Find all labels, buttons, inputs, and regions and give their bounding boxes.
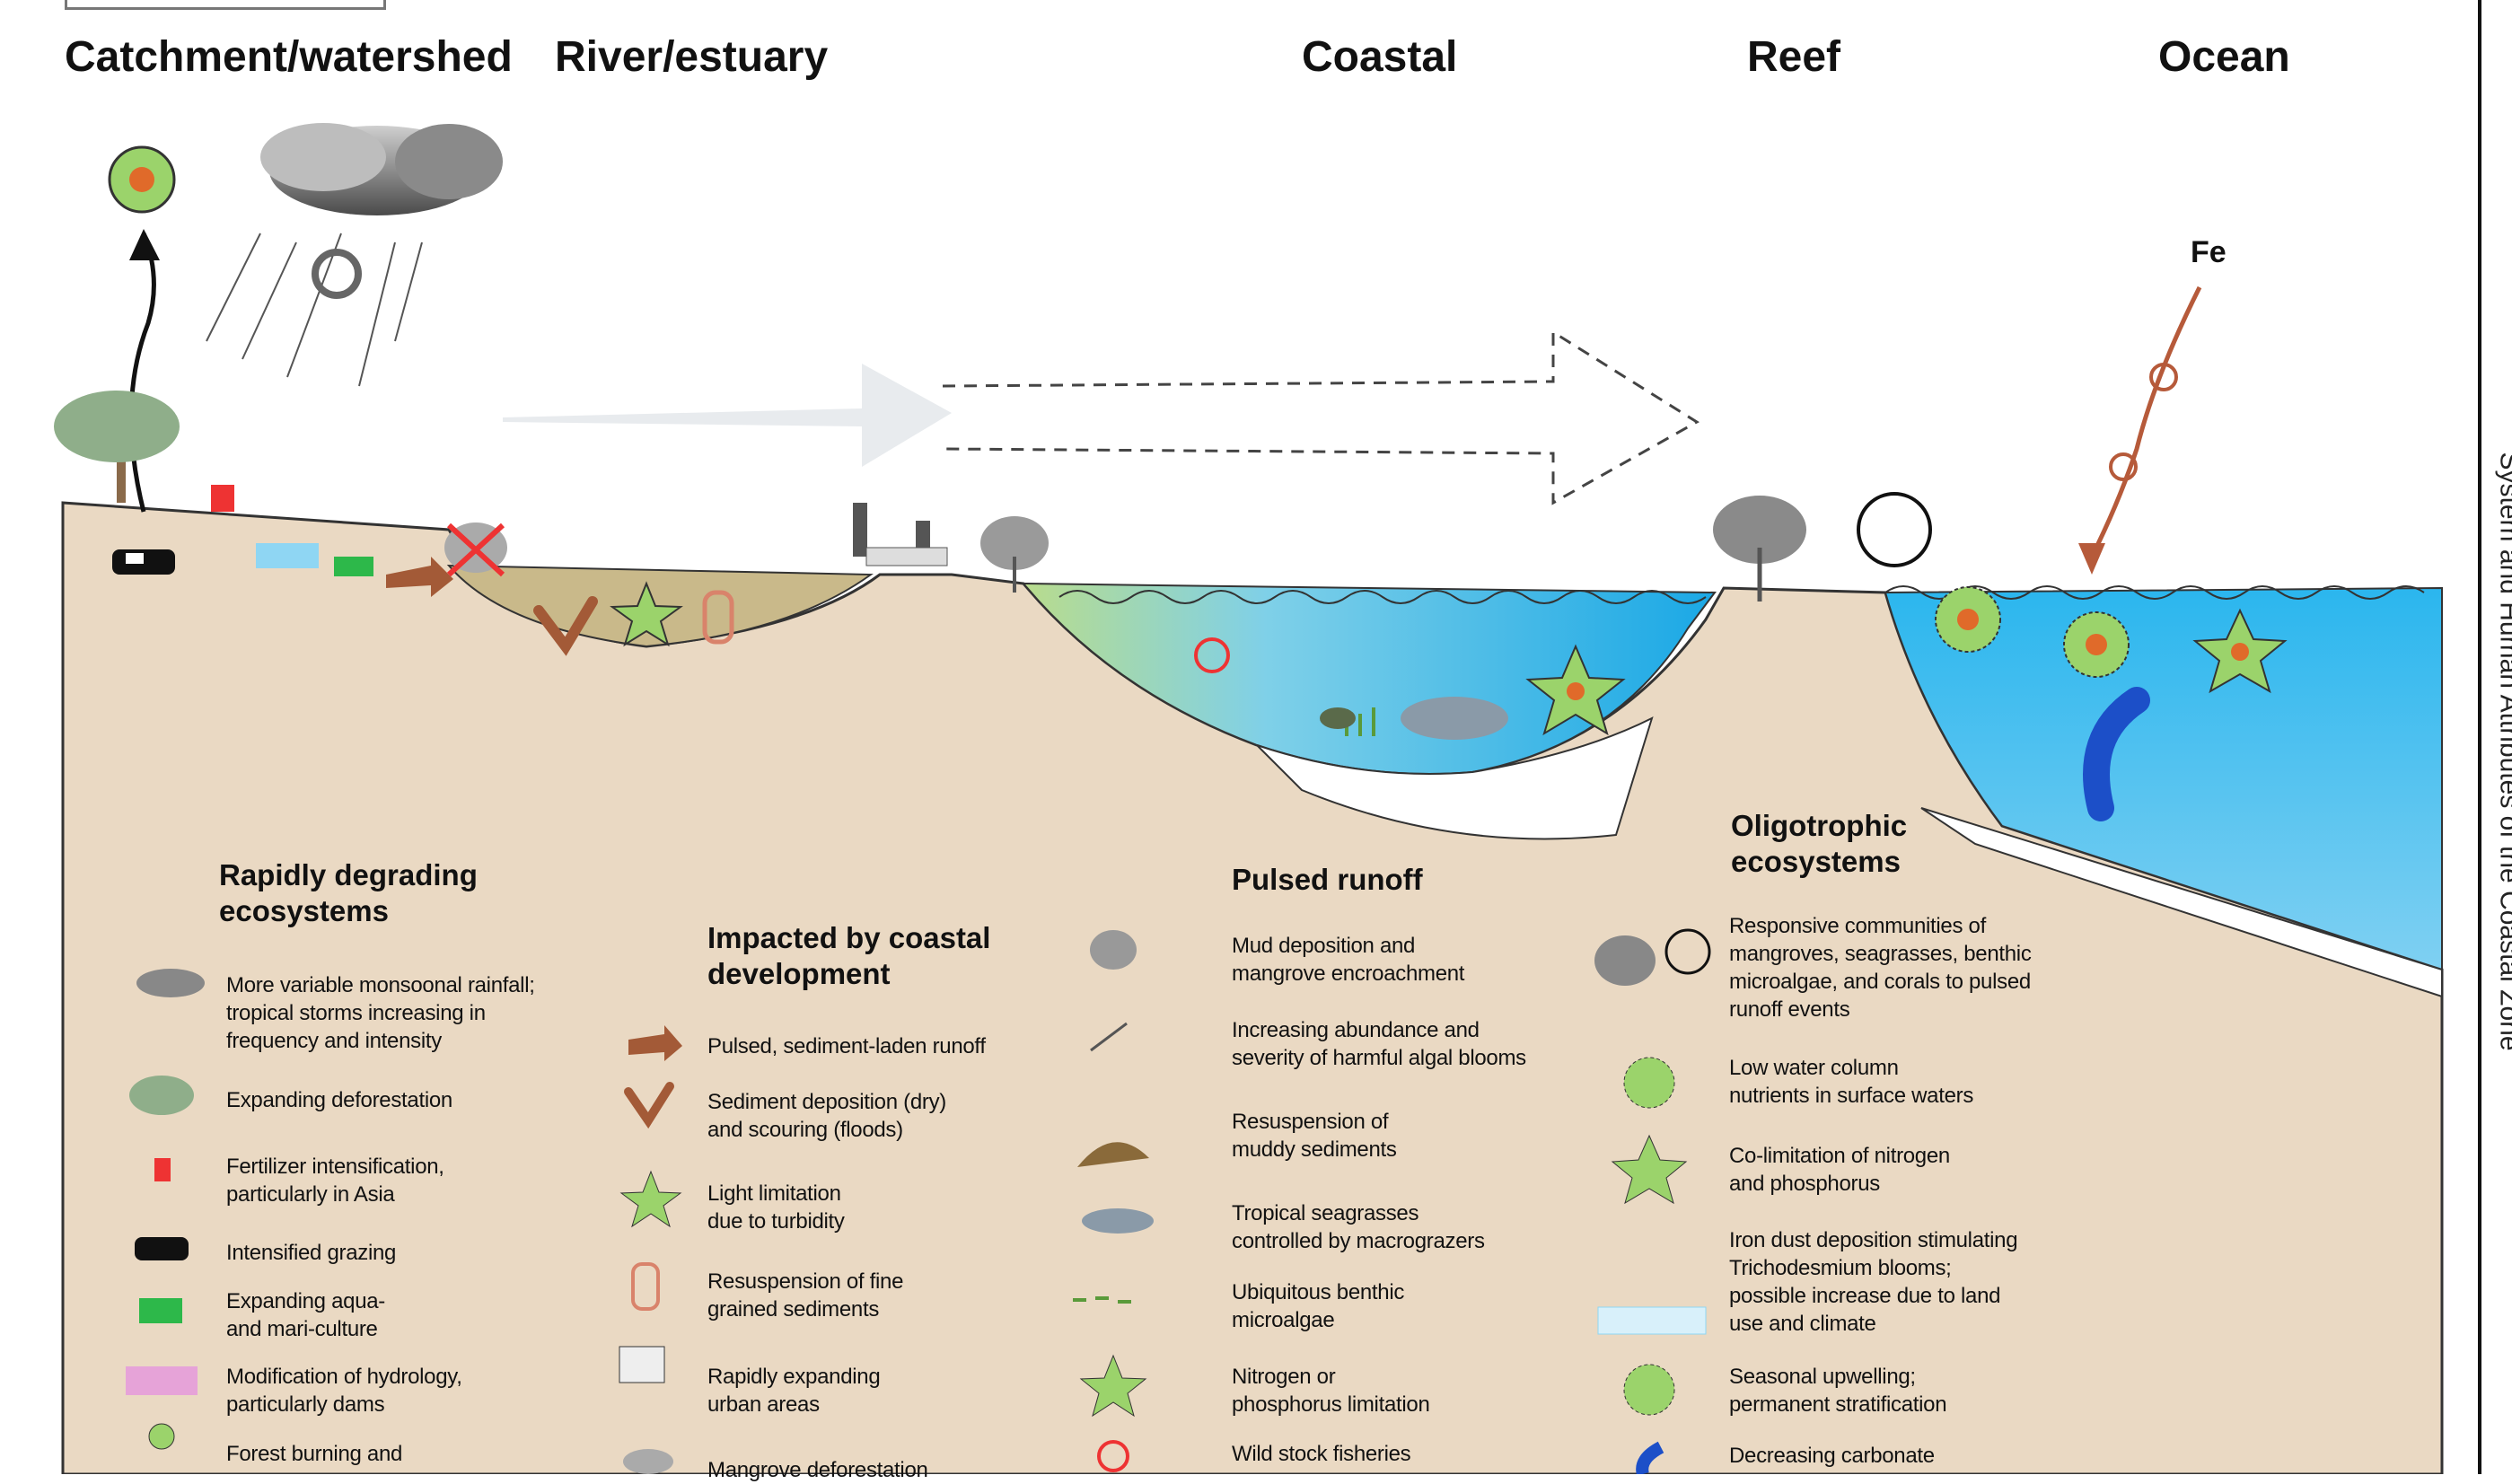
deposition-icon	[533, 596, 598, 656]
storm-cloud-icon	[206, 123, 503, 387]
legend-reef-2: Co-limitation of nitrogen and phosphorus	[1729, 1144, 1950, 1196]
tree-icon	[54, 391, 180, 503]
legend-river-1: Sediment deposition (dry) and scouring (…	[707, 1090, 946, 1142]
ocean-water	[1884, 586, 2443, 971]
emission-arrow-icon	[108, 145, 176, 513]
legend-mud-icon	[1077, 1142, 1149, 1167]
nutrient-star-icon	[1525, 644, 1626, 736]
legend-river-4: Rapidly expanding urban areas	[707, 1365, 881, 1417]
section-river-title: Impacted by coastal development	[707, 921, 991, 990]
fisheries-icon	[1194, 637, 1230, 673]
legend-catchment-6: Forest burning and	[226, 1442, 403, 1466]
light-star-icon	[610, 581, 683, 647]
legend-reef-5: Decreasing carbonate	[1729, 1444, 1935, 1468]
wave-line	[1058, 585, 2425, 604]
legend-reef-1: Low water column nutrients in surface wa…	[1729, 1056, 1974, 1108]
legend-storm-cloud-icon	[136, 969, 205, 997]
legend-coastal-5: Nitrogen or phosphorus limitation	[1232, 1365, 1430, 1417]
upwelling-circle-icon	[2063, 611, 2130, 678]
turtle-icon	[1320, 707, 1356, 729]
colimitation-star-icon	[2192, 608, 2288, 694]
ocean-shelf	[1920, 807, 2443, 998]
section-coastal-title: Pulsed runoff	[1232, 863, 1423, 896]
coastal-seabed	[1256, 716, 1654, 840]
legend-coastal-3: Tropical seagrasses controlled by macrog…	[1232, 1201, 1485, 1253]
legend-catchment-1: Expanding deforestation	[226, 1088, 452, 1112]
legend-light-star-icon	[619, 1170, 682, 1228]
legend-iron-dust-icon	[1597, 1306, 1707, 1335]
legend-aquaculture-icon	[139, 1298, 182, 1323]
mangrove-icon	[980, 516, 1049, 593]
legend-catchment-3: Intensified grazing	[226, 1241, 397, 1265]
legend-upwelling-circle-icon	[1623, 1364, 1675, 1416]
section-catchment-title: Rapidly degrading ecosystems	[219, 858, 478, 927]
legend-algae-icon	[1090, 1022, 1128, 1052]
legend-coastal-2: Resuspension of muddy sediments	[1232, 1110, 1397, 1162]
legend-factory-icon	[619, 1346, 665, 1383]
legend-cow-icon	[135, 1237, 189, 1260]
legend-burning-icon	[148, 1423, 175, 1450]
legend-coastal-6: Wild stock fisheries	[1232, 1442, 1411, 1466]
legend-fisheries-icon	[1097, 1440, 1129, 1472]
cow-icon	[112, 549, 175, 575]
legend-reef-3: Iron dust deposition stimulating Trichod…	[1729, 1228, 2018, 1336]
dam-icon	[256, 543, 319, 568]
fe-label: Fe	[2191, 235, 2227, 269]
legend-nutrient-star-icon	[1079, 1354, 1147, 1418]
flow-arrow-dashed	[942, 329, 1700, 505]
mangrove-deforestation-icon	[444, 522, 507, 577]
legend-catchment-5: Modification of hydrology, particularly …	[226, 1365, 462, 1417]
side-caption: System and Human Attributes of the Coast…	[2494, 452, 2512, 1051]
legend-resuspension-icon	[631, 1262, 660, 1311]
figure-border-line	[2478, 0, 2481, 1474]
zone-catchment-title: Catchment/watershed	[65, 33, 513, 81]
legend-coastal-4: Ubiquitous benthic microalgae	[1232, 1280, 1405, 1332]
legend-nutrient-circle-icon	[1623, 1057, 1675, 1109]
legend-reef-0: Responsive communities of mangroves, sea…	[1729, 914, 2032, 1022]
factory-icon	[853, 503, 948, 566]
legend-river-3: Resuspension of fine grained sediments	[707, 1269, 904, 1322]
resuspension-icon	[702, 590, 734, 645]
legend-carbonate-icon	[1636, 1441, 1664, 1474]
legend-dam-icon	[126, 1366, 198, 1395]
zone-reef-title: Reef	[1747, 33, 1841, 81]
legend-river-0: Pulsed, sediment-laden runoff	[707, 1034, 986, 1058]
zone-coastal-title: Coastal	[1302, 33, 1458, 81]
carbonate-arrow-icon	[2083, 687, 2150, 821]
aquaculture-icon	[334, 557, 373, 576]
legend-runoff-arrow-icon	[628, 1025, 682, 1061]
legend-catchment-2: Fertilizer intensification, particularly…	[226, 1155, 444, 1207]
nutrient-circle-icon	[1935, 586, 2001, 653]
legend-colimitation-star-icon	[1611, 1134, 1688, 1205]
legend-seagrass-icon	[1082, 1208, 1154, 1234]
legend-reef-community-icon	[1594, 935, 1656, 986]
legend-coastal-1: Increasing abundance and severity of har…	[1232, 1018, 1526, 1070]
legend-fertilizer-icon	[154, 1158, 171, 1181]
legend-microalgae-icon	[1073, 1296, 1131, 1304]
flow-arrow-solid	[503, 364, 952, 467]
runoff-arrow-icon	[386, 557, 453, 597]
fertilizer-icon	[211, 485, 234, 512]
legend-tree-icon	[129, 1076, 194, 1115]
legend-catchment-4: Expanding aqua- and mari-culture	[226, 1289, 385, 1341]
figure-frame	[65, 0, 386, 10]
legend-mangrove-mud-icon	[1090, 930, 1137, 970]
reef-mangrove-icon	[1713, 492, 1932, 602]
legend-catchment-0: More variable monsoonal rainfall; tropic…	[226, 973, 535, 1053]
zone-river-title: River/estuary	[555, 33, 829, 81]
legend-coastal-0: Mud deposition and mangrove encroachment	[1232, 934, 1465, 986]
legend-reef-4: Seasonal upwelling; permanent stratifica…	[1729, 1365, 1947, 1417]
legend-deposition-icon	[624, 1082, 674, 1129]
legend-river-2: Light limitation due to turbidity	[707, 1181, 845, 1234]
legend-reef-cycle-icon	[1664, 928, 1711, 975]
iron-dust-icon	[2078, 285, 2202, 575]
zone-ocean-title: Ocean	[2158, 33, 2290, 81]
legend-mangrove-icon	[623, 1449, 673, 1474]
dugong-icon	[1401, 697, 1508, 740]
section-reef-title: Oligotrophic ecosystems	[1731, 809, 1908, 878]
